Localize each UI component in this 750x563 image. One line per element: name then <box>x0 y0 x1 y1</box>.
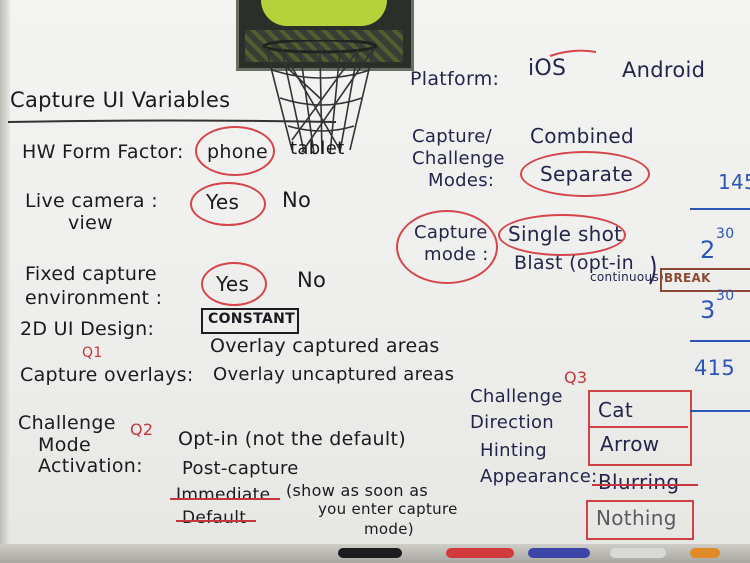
hw-form-factor-label: HW Form Factor: <box>22 141 184 163</box>
fixed-no-option: No <box>297 268 327 292</box>
title-underline <box>8 119 337 123</box>
activation-immediate: Immediate <box>176 485 271 505</box>
schedule-line-2 <box>690 340 750 342</box>
ccm-label-3: Modes: <box>428 170 495 191</box>
constant-box <box>201 308 299 334</box>
ccm-label-1: Capture/ <box>412 126 493 147</box>
q2-label: Q2 <box>130 420 154 439</box>
red-marker-icon <box>446 548 514 558</box>
direction-cat: Cat <box>598 398 633 422</box>
capture-overlays-label: Capture overlays: <box>20 364 194 386</box>
section-title: Capture UI Variables <box>10 88 231 112</box>
activation-default: Default <box>182 508 247 528</box>
fixed-yes-circle <box>201 262 267 306</box>
mode-blast-continuous: continuous) <box>590 270 664 284</box>
platform-ios: iOS <box>528 56 567 81</box>
schedule-time-3: 3 <box>700 296 716 324</box>
whiteboard-frame <box>0 0 10 563</box>
phone-selected-circle <box>195 126 275 176</box>
schedule-time-3-min: 30 <box>716 288 735 304</box>
live-no-option: No <box>282 188 312 212</box>
ccm-label-2: Challenge <box>412 148 505 169</box>
design-value: CONSTANT <box>208 311 295 327</box>
challenge-mode-label-2: Mode <box>38 434 91 456</box>
schedule-line-3 <box>690 410 750 412</box>
schedule-time-4: 415 <box>694 356 735 380</box>
live-yes-circle <box>190 182 266 226</box>
activation-opt-in: Opt-in (not the default) <box>178 428 406 450</box>
ios-red-mark <box>549 49 597 57</box>
blast-bracket <box>649 255 656 285</box>
schedule-time-2: 2 <box>700 236 716 264</box>
separate-selected-circle <box>520 151 650 197</box>
direction-label-1: Challenge <box>470 386 563 407</box>
activation-note-1: (show as soon as <box>286 481 428 500</box>
immediate-strikethrough <box>170 498 280 500</box>
live-camera-label: Live camera : <box>25 190 158 212</box>
challenge-mode-label-1: Challenge <box>18 412 116 434</box>
design-label: 2D UI Design: <box>20 318 155 340</box>
direction-blurring: Blurring <box>598 470 680 494</box>
activation-post-capture: Post-capture <box>182 458 299 479</box>
platform-android: Android <box>622 58 706 82</box>
direction-label-4: Appearance: <box>480 466 598 487</box>
default-strikethrough <box>176 520 256 522</box>
schedule-line-1 <box>690 208 750 210</box>
direction-arrow: Arrow <box>600 432 660 456</box>
direction-label-2: Direction <box>470 412 555 433</box>
direction-divider <box>590 426 688 428</box>
activation-note-3: mode) <box>364 520 414 538</box>
overlay-option-uncaptured: Overlay uncaptured areas <box>213 364 455 385</box>
break-box <box>660 268 750 292</box>
basketball-net-icon <box>262 40 378 155</box>
single-shot-circle <box>498 214 626 256</box>
break-label: BREAK <box>664 271 711 285</box>
direction-nothing: Nothing <box>596 506 677 530</box>
hw-tablet-option: tablet <box>290 138 345 159</box>
ccm-combined: Combined <box>530 124 635 148</box>
blue-marker-icon <box>528 548 590 558</box>
nothing-box <box>586 500 694 540</box>
live-camera-label-view: view <box>68 212 113 234</box>
platform-label: Platform: <box>410 68 500 90</box>
white-marker-icon <box>610 548 666 558</box>
overlay-option-captured: Overlay captured areas <box>210 335 440 357</box>
challenge-mode-label-3: Activation: <box>38 455 143 477</box>
fixed-capture-label: Fixed capture <box>25 263 157 285</box>
q1-label: Q1 <box>82 345 103 361</box>
fixed-capture-label-environment: environment : <box>25 287 163 309</box>
orange-marker-icon <box>690 548 720 558</box>
blurring-strikethrough <box>592 484 698 486</box>
black-marker-icon <box>338 548 402 558</box>
schedule-time-1: 145 <box>718 170 750 194</box>
mode-blast: Blast (opt-in <box>514 252 634 274</box>
hoop-logo <box>261 0 387 26</box>
direction-label-3: Hinting <box>480 440 547 461</box>
activation-note-2: you enter capture <box>318 500 458 518</box>
capture-mode-circle <box>396 210 498 284</box>
q3-label: Q3 <box>564 368 588 387</box>
schedule-time-2-min: 30 <box>716 226 735 242</box>
direction-options-box <box>588 390 692 466</box>
